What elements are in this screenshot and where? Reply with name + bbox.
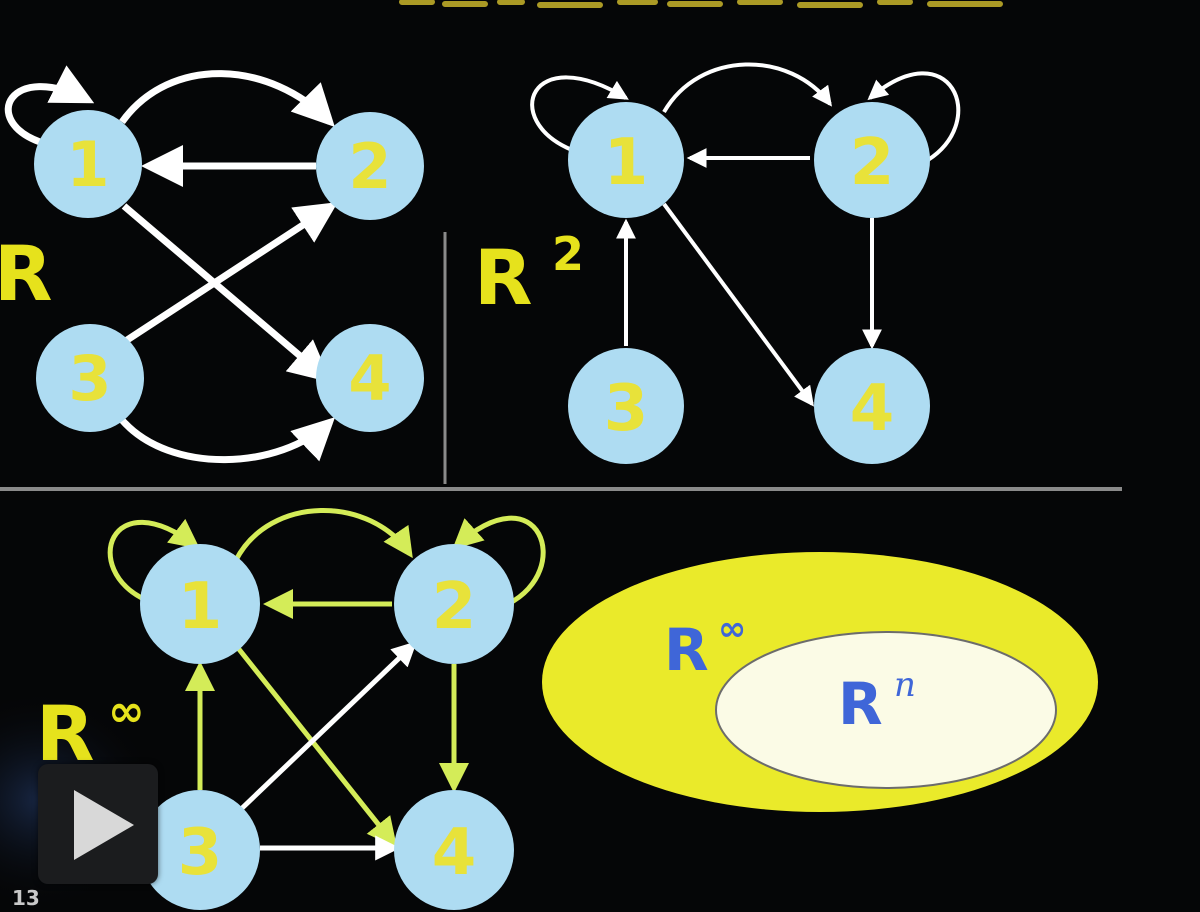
graph-r2: 1 2 3 4 R 2 <box>474 62 961 464</box>
svg-text:4: 4 <box>348 342 391 415</box>
svg-text:3: 3 <box>604 372 649 446</box>
graph-rinf-label-sup: ∞ <box>108 686 145 737</box>
graph-rinf-node-3: 3 <box>140 790 260 910</box>
edge-r-3-4 <box>119 417 336 464</box>
slide-page-number: 13 <box>12 886 40 910</box>
venn-inner-label: R <box>838 670 883 738</box>
edge-rinf-1-4 <box>236 646 398 848</box>
title-fragment <box>395 0 1020 14</box>
play-icon <box>74 790 134 860</box>
edge-r2-2-2 <box>867 71 961 162</box>
graph-r2-node-4: 4 <box>814 348 930 464</box>
venn-diagram: R ∞ R n <box>542 552 1098 812</box>
graph-r-node-2: 2 <box>316 112 424 220</box>
graph-r2-label-sup: 2 <box>552 227 584 281</box>
venn-inner-ellipse <box>715 631 1057 789</box>
graph-r-node-1: 1 <box>34 110 142 218</box>
edge-r-1-1 <box>4 65 95 146</box>
svg-text:1: 1 <box>604 126 649 200</box>
graph-r-node-4: 4 <box>316 324 424 432</box>
graph-r2-node-3: 3 <box>568 348 684 464</box>
play-button[interactable] <box>38 764 158 884</box>
graph-rinf-node-4: 4 <box>394 790 514 910</box>
edge-r-3-2 <box>122 202 338 345</box>
edge-r-1-2 <box>119 70 335 128</box>
svg-text:3: 3 <box>68 342 111 415</box>
edge-rinf-1-1 <box>107 518 200 603</box>
svg-text:2: 2 <box>432 570 477 644</box>
svg-text:4: 4 <box>850 372 895 446</box>
edge-rinf-3-2 <box>236 641 418 814</box>
graph-r-node-3: 3 <box>36 324 144 432</box>
svg-text:1: 1 <box>66 128 109 201</box>
edge-r2-1-2 <box>662 62 832 114</box>
svg-text:2: 2 <box>348 130 391 203</box>
graph-r2-label: R <box>474 233 533 322</box>
edge-rinf-1-2 <box>233 508 413 562</box>
svg-text:1: 1 <box>178 570 223 644</box>
graph-rinf: 1 2 3 4 R ∞ <box>36 508 546 910</box>
venn-outer-label-sup: ∞ <box>718 609 746 649</box>
svg-text:4: 4 <box>432 816 477 890</box>
graph-rinf-node-2: 2 <box>394 544 514 664</box>
graph-r2-node-1: 1 <box>568 102 684 218</box>
svg-text:2: 2 <box>850 126 895 200</box>
edge-r2-1-1 <box>530 75 629 152</box>
svg-text:3: 3 <box>178 816 223 890</box>
edge-rinf-2-2 <box>452 515 546 607</box>
graph-rinf-label: R <box>36 689 95 778</box>
graph-r2-node-2: 2 <box>814 102 930 218</box>
graph-rinf-node-1: 1 <box>140 544 260 664</box>
graph-r: 1 2 3 4 R <box>0 65 424 464</box>
graph-r-label: R <box>0 229 53 318</box>
edge-r2-1-4 <box>662 202 814 407</box>
venn-inner-label-sup: n <box>894 665 916 705</box>
edge-r-1-4 <box>121 203 332 383</box>
venn-outer-label: R <box>664 616 709 684</box>
